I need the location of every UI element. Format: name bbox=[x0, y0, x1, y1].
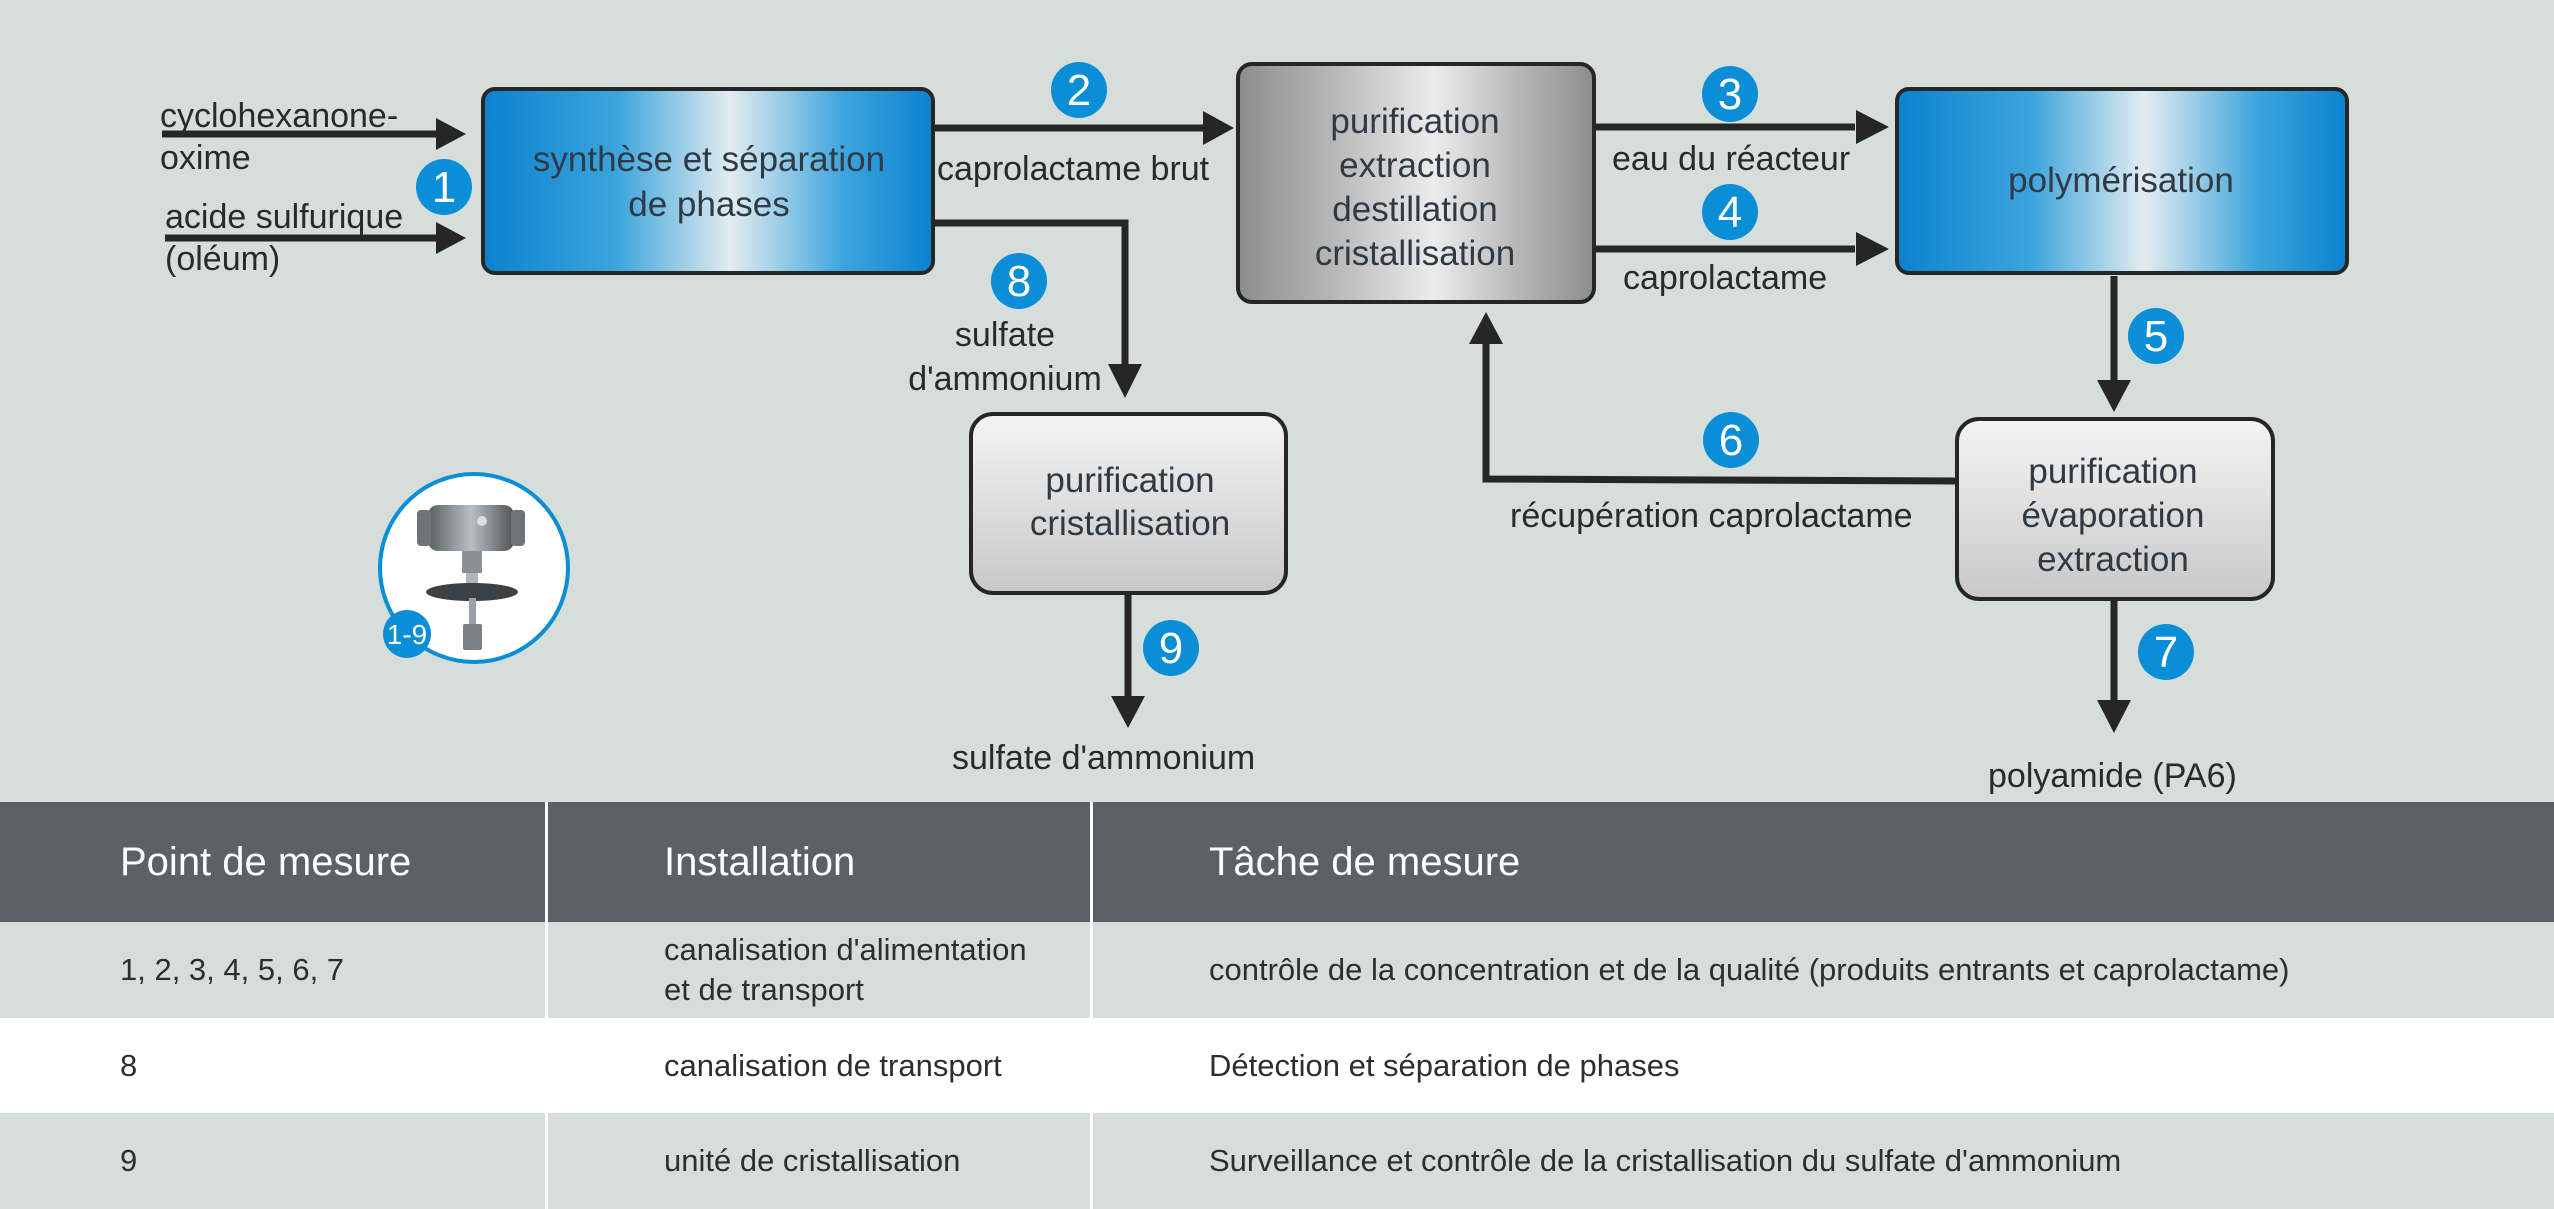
box-polymerisation: polymérisation bbox=[1895, 87, 2349, 275]
arrow-heads bbox=[436, 110, 2131, 733]
label-polyamide: polyamide (PA6) bbox=[1988, 757, 2237, 795]
label-acide-line-1: acide sulfurique bbox=[165, 198, 403, 236]
box-purification-cristallisation-shape bbox=[969, 412, 1288, 595]
label-caprolactame: caprolactame bbox=[1623, 259, 1827, 297]
badge-5: 5 bbox=[2128, 308, 2184, 364]
box-synthese-shape bbox=[481, 87, 935, 275]
badge-7: 7 bbox=[2138, 624, 2194, 680]
box-purification-evaporation-line-1: purification bbox=[2028, 452, 2197, 491]
label-sulfate-line-1: sulfate bbox=[955, 316, 1055, 354]
arrow-head-polyamide bbox=[2097, 700, 2131, 733]
box-purification-cristallisation-line-2: cristallisation bbox=[1030, 504, 1230, 543]
badge-1: 1 bbox=[416, 159, 472, 215]
badge-8: 8 bbox=[991, 253, 1047, 309]
box-purification-main-line-2: extraction bbox=[1339, 146, 1491, 185]
arrow-head-polym-down bbox=[2097, 380, 2131, 412]
cell-tache: Détection et séparation de phases bbox=[1209, 1047, 1680, 1083]
label-eau-du-reacteur: eau du réacteur bbox=[1612, 140, 1850, 178]
svg-text:6: 6 bbox=[1719, 416, 1743, 465]
table-row: 8 canalisation de transport Détection et… bbox=[0, 1018, 2554, 1113]
box-purification-cristallisation: purification cristallisation bbox=[969, 412, 1288, 595]
badge-3: 3 bbox=[1702, 66, 1758, 122]
badge-6: 6 bbox=[1703, 412, 1759, 468]
box-purification-evaporation-shape bbox=[1955, 417, 2275, 601]
cell-tache: Surveillance et contrôle de la cristalli… bbox=[1209, 1143, 2122, 1178]
box-purification-evaporation-line-2: évaporation bbox=[2022, 496, 2205, 535]
table-header-row: Point de mesure Installation Tâche de me… bbox=[0, 802, 2554, 922]
label-cyclohexanone-line-2: oxime bbox=[160, 139, 251, 177]
box-synthese-line-2: de phases bbox=[628, 185, 790, 224]
cell-installation: canalisation de transport bbox=[664, 1047, 1002, 1083]
measurement-badges: 1 2 3 4 5 6 7 8 9 bbox=[416, 62, 2194, 680]
badge-9: 9 bbox=[1143, 620, 1199, 676]
box-purification-evaporation: purification évaporation extraction bbox=[1955, 417, 2275, 601]
cell-installation-line-1: canalisation d'alimentation bbox=[664, 932, 1027, 967]
header-point-de-mesure: Point de mesure bbox=[120, 840, 412, 884]
cell-point: 9 bbox=[120, 1143, 138, 1178]
svg-text:4: 4 bbox=[1718, 188, 1742, 237]
arrow-head-recuperation bbox=[1469, 312, 1503, 344]
arrow-head-caprolactame-brut bbox=[1203, 111, 1234, 145]
cell-point: 1, 2, 3, 4, 5, 6, 7 bbox=[120, 952, 345, 987]
cell-installation-line-2: et de transport bbox=[664, 972, 864, 1007]
label-sulfate-line-2: d'ammonium bbox=[908, 360, 1102, 398]
label-sulfate-ammonium-output: sulfate d'ammonium bbox=[952, 739, 1255, 777]
badge-4: 4 bbox=[1702, 184, 1758, 240]
arrow-head-sulfate-out bbox=[1111, 696, 1145, 728]
label-caprolactame-brut: caprolactame brut bbox=[937, 150, 1210, 188]
box-purification-main-shape bbox=[1236, 62, 1596, 304]
cell-installation: canalisation d'alimentation et de transp… bbox=[546, 922, 1091, 1018]
density-sensor-icon: 1-9 bbox=[378, 472, 570, 664]
table-row: 1, 2, 3, 4, 5, 6, 7 canalisation d'alime… bbox=[0, 922, 2554, 1018]
svg-text:2: 2 bbox=[1067, 66, 1091, 115]
box-purification-evaporation-line-3: extraction bbox=[2037, 540, 2189, 579]
box-synthese: synthèse et séparation de phases bbox=[481, 87, 935, 275]
svg-text:8: 8 bbox=[1007, 257, 1031, 306]
badge-2: 2 bbox=[1051, 62, 1107, 118]
measurement-table: Point de mesure Installation Tâche de me… bbox=[0, 802, 2554, 1209]
cell-point: 8 bbox=[120, 1047, 138, 1083]
column-divider bbox=[545, 802, 548, 1209]
process-flow-diagram: synthèse et séparation de phases purific… bbox=[160, 62, 2349, 795]
column-divider bbox=[1090, 802, 1093, 1209]
arrow-head-caprolactame bbox=[1856, 232, 1889, 266]
box-purification-main-line-4: cristallisation bbox=[1315, 234, 1515, 273]
arrow-head-acide bbox=[436, 222, 466, 254]
cell-installation: unité de cristallisation bbox=[664, 1143, 961, 1178]
label-cyclohexanone-line-1: cyclohexanone- bbox=[160, 97, 398, 135]
label-acide-line-2: (oléum) bbox=[165, 240, 280, 278]
box-purification-main-line-1: purification bbox=[1330, 102, 1499, 141]
arrow-head-cyclohexanone bbox=[436, 118, 466, 150]
svg-text:9: 9 bbox=[1159, 624, 1183, 673]
header-installation: Installation bbox=[664, 840, 856, 884]
flow-labels: cyclohexanone- oxime acide sulfurique (o… bbox=[160, 97, 2237, 795]
svg-text:1: 1 bbox=[432, 163, 456, 212]
cell-tache: contrôle de la concentration et de la qu… bbox=[1209, 952, 2290, 987]
box-synthese-line-1: synthèse et séparation bbox=[533, 140, 885, 179]
box-purification-main-line-3: destillation bbox=[1332, 190, 1497, 229]
label-recuperation-caprolactame: récupération caprolactame bbox=[1510, 497, 1913, 535]
arrow-sulfate-line bbox=[935, 219, 1129, 365]
flow-lines bbox=[162, 123, 2118, 705]
box-purification-main: purification extraction destillation cri… bbox=[1236, 62, 1596, 304]
svg-text:3: 3 bbox=[1718, 70, 1742, 119]
arrow-head-eau bbox=[1856, 110, 1889, 144]
svg-text:7: 7 bbox=[2154, 628, 2178, 677]
device-label: 1-9 bbox=[387, 619, 427, 650]
svg-text:5: 5 bbox=[2144, 312, 2168, 361]
arrow-recuperation-line bbox=[1482, 340, 1957, 485]
header-tache-de-mesure: Tâche de mesure bbox=[1209, 840, 1521, 884]
box-polymerisation-line-1: polymérisation bbox=[2008, 161, 2234, 200]
box-polymerisation-shape bbox=[1895, 87, 2349, 275]
arrow-head-sulfate bbox=[1108, 364, 1142, 398]
table-row: 9 unité de cristallisation Surveillance … bbox=[0, 1113, 2554, 1209]
box-purification-cristallisation-line-1: purification bbox=[1045, 461, 1214, 500]
